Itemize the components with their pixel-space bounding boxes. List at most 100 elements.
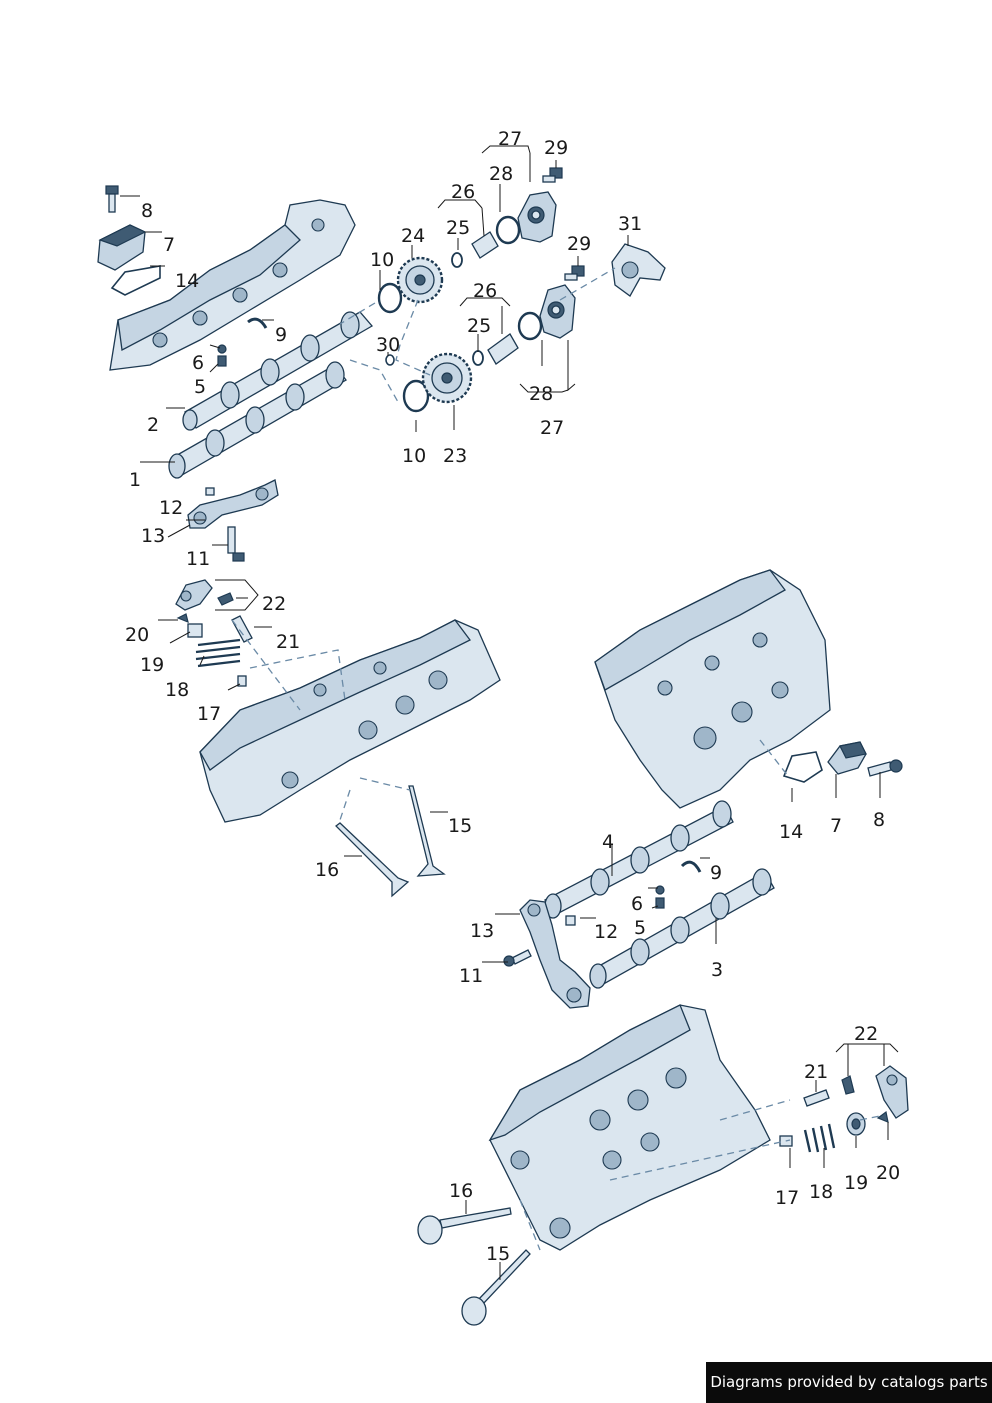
callout-24: 24 xyxy=(401,225,425,247)
credit-banner: Diagrams provided by catalogs parts xyxy=(706,1362,992,1403)
callout-9: 9 xyxy=(275,324,287,346)
bolt-8-top xyxy=(105,185,119,213)
gasket-14-right xyxy=(782,751,823,783)
callout-12-top: 12 xyxy=(159,497,183,519)
callout-7-right: 7 xyxy=(830,815,842,837)
clip-9-right xyxy=(680,860,702,873)
o-ring-10-lower xyxy=(402,379,430,413)
valve-16-right xyxy=(417,1207,512,1245)
valve-16-left xyxy=(335,822,410,898)
callout-30: 30 xyxy=(376,334,400,356)
bolt-11-top xyxy=(227,526,245,562)
valve-15-right xyxy=(461,1249,531,1326)
gasket-14-top xyxy=(110,265,161,296)
bolt-29-lower xyxy=(564,265,585,281)
callout-8: 8 xyxy=(141,200,153,222)
alignment-lines xyxy=(231,267,881,1251)
spring-5-right xyxy=(655,897,665,909)
cylinder-head-left xyxy=(199,619,501,823)
callout-4: 4 xyxy=(602,831,614,853)
callout-12-right: 12 xyxy=(594,921,618,943)
plug-6-right xyxy=(655,885,665,895)
callout-16-left: 16 xyxy=(315,859,339,881)
callout-13-top: 13 xyxy=(141,525,165,547)
plug-6-top xyxy=(217,344,227,354)
sprocket-23 xyxy=(421,352,473,404)
callout-19-right: 19 xyxy=(844,1172,868,1194)
engine-block-right xyxy=(594,569,831,809)
spring-18-top xyxy=(195,638,241,668)
callout-1: 1 xyxy=(129,469,141,491)
callout-15-right: 15 xyxy=(486,1243,510,1265)
spring-18-right xyxy=(803,1123,836,1153)
lifter-21-top xyxy=(231,615,253,643)
spring-5-top xyxy=(217,355,227,367)
callout-20-right: 20 xyxy=(876,1162,900,1184)
callout-3: 3 xyxy=(711,959,723,981)
callout-18-right: 18 xyxy=(809,1181,833,1203)
bolt-29-upper xyxy=(542,167,563,183)
callout-10-upper: 10 xyxy=(370,249,394,271)
sprocket-24 xyxy=(396,256,444,304)
sleeve-12-top xyxy=(205,487,215,496)
camshaft-housing-left xyxy=(109,199,356,371)
callout-21-right: 21 xyxy=(804,1061,828,1083)
adjuster-27-lower xyxy=(539,284,576,339)
callout-11-top: 11 xyxy=(186,548,210,570)
callout-21-top: 21 xyxy=(276,631,300,653)
callout-26-lower: 26 xyxy=(473,280,497,302)
callout-17-top: 17 xyxy=(197,703,221,725)
keeper-20-right xyxy=(876,1110,889,1123)
camshaft-4 xyxy=(544,800,734,919)
bolt-11-right xyxy=(503,949,532,967)
bearing-cap-13-top xyxy=(187,479,279,529)
leader-lines xyxy=(120,145,899,1280)
callout-28-upper: 28 xyxy=(489,163,513,185)
sensor-7-top xyxy=(97,224,147,271)
callout-29-lower: 29 xyxy=(567,233,591,255)
callout-22-right: 22 xyxy=(854,1023,878,1045)
camshaft-3 xyxy=(589,868,775,989)
cover-31 xyxy=(611,243,666,297)
sleeve-12-right xyxy=(565,915,576,926)
callout-16-right: 16 xyxy=(449,1180,473,1202)
callout-29-upper: 29 xyxy=(544,137,568,159)
o-ring-28-lower xyxy=(517,311,543,341)
callout-5: 5 xyxy=(194,376,206,398)
callout-14-right: 14 xyxy=(779,821,803,843)
cylinder-head-right xyxy=(488,1004,771,1251)
valve-26-lower xyxy=(472,333,519,366)
callout-7: 7 xyxy=(163,234,175,256)
callout-31: 31 xyxy=(618,213,642,235)
bearing-cap-13-right xyxy=(519,899,591,1009)
rocker-22-right xyxy=(841,1065,909,1119)
o-ring-30 xyxy=(385,354,395,366)
callout-10-lower: 10 xyxy=(402,445,426,467)
clip-9-top xyxy=(247,317,268,329)
callout-25-upper: 25 xyxy=(446,217,470,239)
callout-20-top: 20 xyxy=(125,624,149,646)
retainer-19-top xyxy=(187,623,203,638)
callout-28-lower: 28 xyxy=(529,383,553,405)
callout-5-right: 5 xyxy=(634,917,646,939)
camshaft-1 xyxy=(168,361,347,479)
camshaft-2 xyxy=(182,311,374,431)
callout-8-right: 8 xyxy=(873,809,885,831)
callout-18-top: 18 xyxy=(165,679,189,701)
callout-23: 23 xyxy=(443,445,467,467)
lifter-21-right xyxy=(803,1089,830,1107)
callout-14: 14 xyxy=(175,270,199,292)
callout-9-right: 9 xyxy=(710,862,722,884)
callout-25-lower: 25 xyxy=(467,315,491,337)
callout-2: 2 xyxy=(147,414,159,436)
keeper-20-top xyxy=(176,613,189,623)
callout-13-right: 13 xyxy=(470,920,494,942)
adjuster-27-upper xyxy=(517,191,557,243)
callout-22-top: 22 xyxy=(262,593,286,615)
callout-11-right: 11 xyxy=(459,965,483,987)
bolt-8-right xyxy=(867,759,903,777)
callout-27-upper: 27 xyxy=(498,128,522,150)
callout-19-top: 19 xyxy=(140,654,164,676)
callout-27-lower: 27 xyxy=(540,417,564,439)
